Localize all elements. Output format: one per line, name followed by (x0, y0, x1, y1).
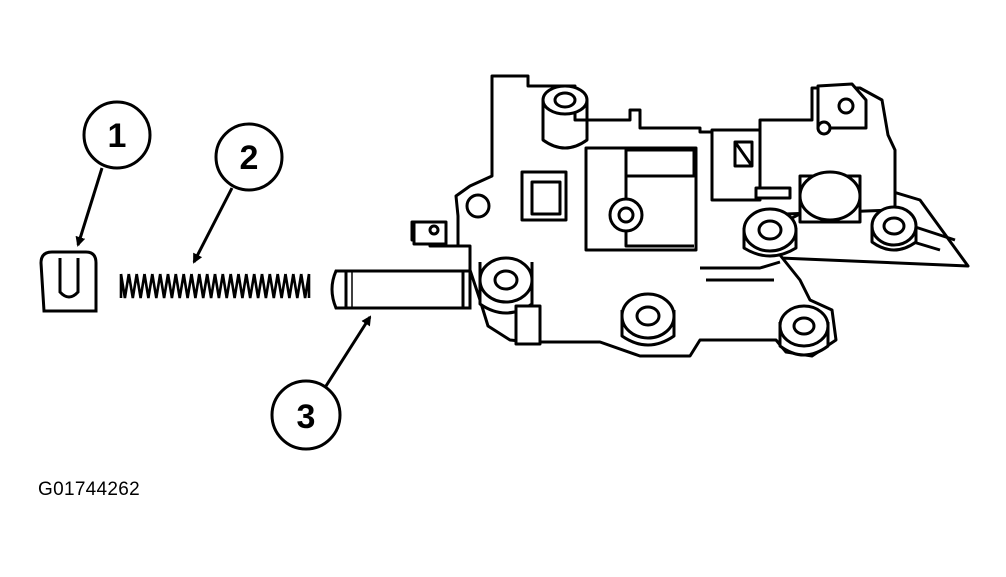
callout-3: 3 (270, 379, 342, 451)
callout-2-number: 2 (240, 139, 259, 177)
callout-2-leader-arrow (192, 187, 234, 264)
valve-body-housing (410, 74, 970, 358)
callout-1-leader-arrow (75, 167, 104, 247)
callout-1-number: 1 (108, 117, 127, 155)
figure-id-label: G01744262 (38, 479, 141, 500)
callout-3-number: 3 (297, 398, 316, 436)
retaining-clip-part (39, 250, 98, 313)
callout-3-leader-arrow (324, 315, 372, 387)
coil-spring-part (119, 272, 311, 300)
valve-part (330, 269, 472, 310)
callout-1: 1 (82, 100, 152, 170)
callout-2: 2 (214, 122, 284, 192)
